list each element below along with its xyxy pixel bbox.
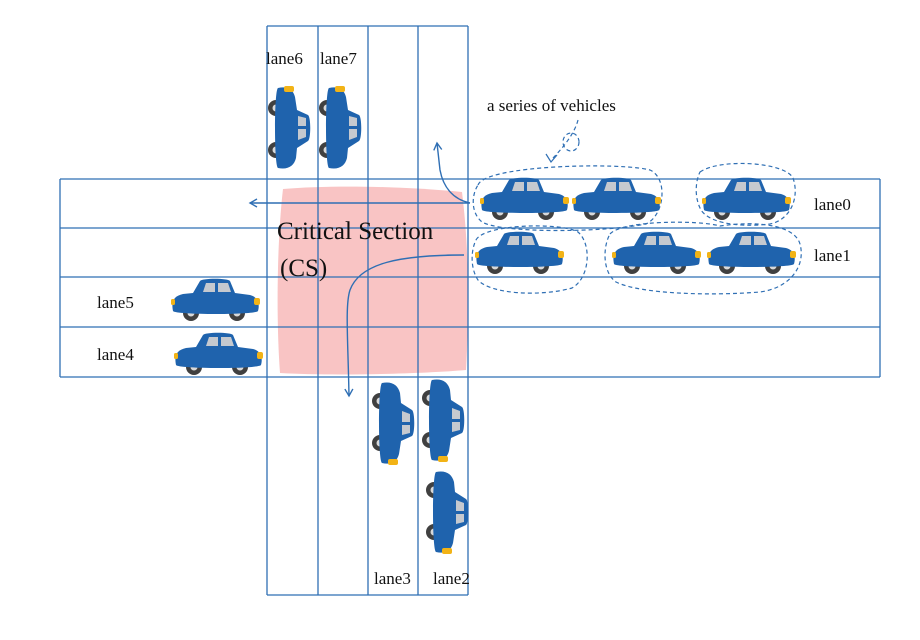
- car-icon: [572, 177, 661, 220]
- vehicle-series-groups: [471, 119, 802, 295]
- car-icon: [422, 379, 465, 462]
- lane-label-lane4: lane4: [97, 345, 134, 364]
- car-icon: [480, 177, 569, 220]
- routes: [248, 141, 471, 398]
- car-icon: [372, 382, 415, 465]
- road-grid: [59, 25, 881, 596]
- caption-bubble: [562, 132, 580, 152]
- series-caption: a series of vehicles: [487, 96, 616, 115]
- lane-label-lane1: lane1: [814, 246, 851, 265]
- route-arrow-left-turn: [433, 141, 471, 204]
- series-group-outline: [471, 225, 588, 294]
- car-icon: [171, 278, 260, 321]
- critical-section-title: Critical Section: [277, 218, 434, 245]
- lane-label-lane2: lane2: [433, 569, 470, 588]
- car-icon: [426, 471, 469, 554]
- critical-section-abbreviation: (CS): [280, 255, 327, 282]
- lane-label-lane7: lane7: [320, 49, 357, 68]
- car-icon: [707, 231, 796, 274]
- lane-label-lane5: lane5: [97, 293, 134, 312]
- lane-label-lane3: lane3: [374, 569, 411, 588]
- lane-label-lane0: lane0: [814, 195, 851, 214]
- series-group-outline: [604, 221, 802, 295]
- car-icon: [612, 231, 701, 274]
- series-group-outline: [695, 162, 796, 226]
- caption-pointer: [550, 119, 579, 161]
- car-icon: [174, 332, 263, 375]
- route-arrow-right-turn: [344, 254, 465, 398]
- car-icon: [475, 231, 564, 274]
- car-icon: [702, 177, 791, 220]
- car-icon: [319, 86, 362, 169]
- lane-label-lane6: lane6: [266, 49, 303, 68]
- car-icon: [268, 86, 311, 169]
- caption-pointer-head: [545, 153, 558, 164]
